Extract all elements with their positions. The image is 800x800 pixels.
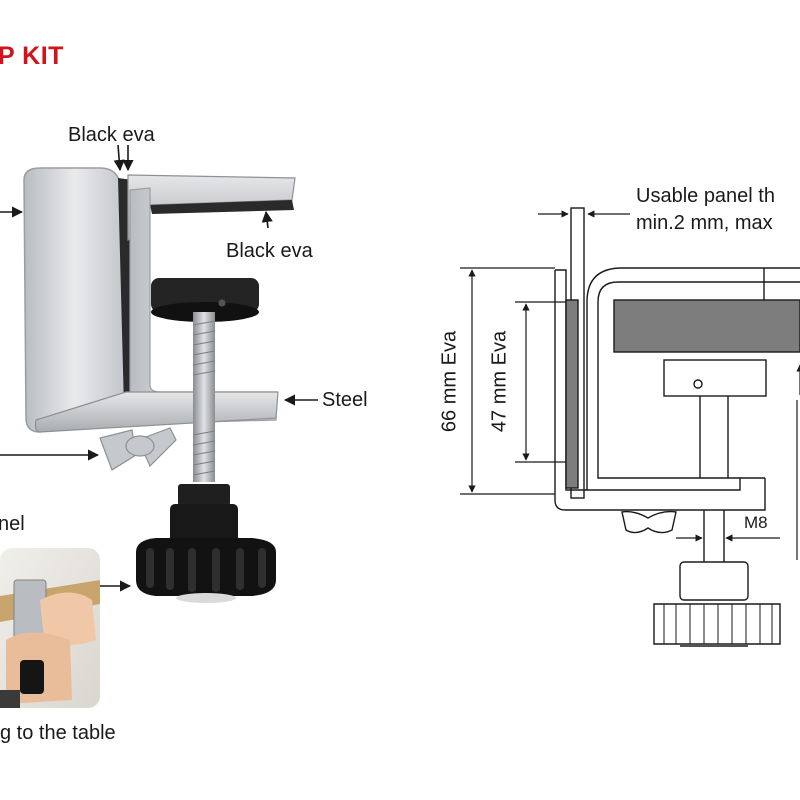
label-m8: M8 <box>744 513 768 532</box>
label-black-eva-top: Black eva <box>68 124 155 146</box>
label-eva-66: 66 mm Eva <box>438 330 461 433</box>
label-black-eva-inner: Black eva <box>226 240 313 262</box>
label-usable-panel-line1: Usable panel th <box>636 185 775 207</box>
clamp-body <box>23 167 296 433</box>
product-title: P KIT <box>0 42 64 70</box>
label-steel: Steel <box>322 389 368 411</box>
mounting-photo <box>0 548 100 708</box>
knob <box>136 484 276 603</box>
label-eva-47: 47 mm Eva <box>488 330 511 433</box>
wing-nuts <box>99 427 177 471</box>
label-usable-panel-line2: min.2 mm, max <box>636 212 773 234</box>
label-panel: nel <box>0 513 25 535</box>
label-table: g to the table <box>0 722 116 744</box>
